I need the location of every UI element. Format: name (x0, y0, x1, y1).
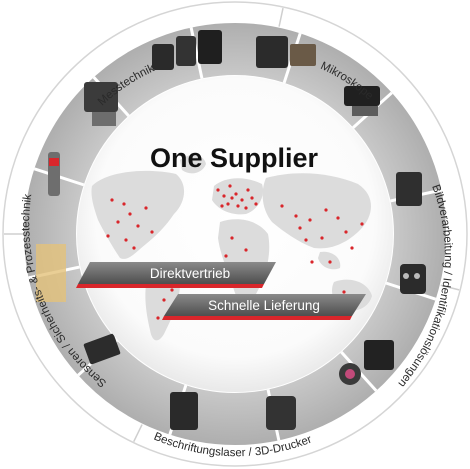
office-dot (116, 220, 120, 224)
office-dot (216, 188, 220, 192)
office-dot (110, 198, 114, 202)
map-asia (262, 173, 371, 249)
schnelle-lieferung-label: Schnelle Lieferung (208, 298, 320, 313)
office-dot (150, 230, 154, 234)
segment-separator (278, 7, 284, 27)
office-dot (240, 198, 244, 202)
office-dot (320, 236, 324, 240)
office-dot (360, 222, 364, 226)
office-dot (128, 212, 132, 216)
office-dot (294, 214, 298, 218)
office-dot (244, 206, 248, 210)
sensor-image (36, 152, 121, 365)
office-dot (144, 206, 148, 210)
office-dot (170, 288, 174, 292)
office-dot (324, 208, 328, 212)
office-dot (220, 204, 224, 208)
office-dot (106, 234, 110, 238)
office-dot (124, 238, 128, 242)
office-dot (350, 246, 354, 250)
measurement-device-image (84, 30, 222, 126)
direktvertrieb-banner: Direktvertrieb (76, 262, 276, 288)
direktvertrieb-label: Direktvertrieb (150, 266, 230, 281)
map-europe (212, 178, 264, 215)
office-dot (234, 192, 238, 196)
product-images (36, 30, 426, 430)
office-dot (254, 202, 258, 206)
office-dot (228, 184, 232, 188)
office-dot (250, 196, 254, 200)
schnelle-lieferung-banner: Schnelle Lieferung (162, 294, 366, 320)
segment-separator (133, 424, 143, 442)
office-dot (156, 316, 160, 320)
office-dot (230, 236, 234, 240)
office-dot (230, 196, 234, 200)
map-north-america (91, 170, 185, 259)
segment-separators (4, 7, 460, 442)
office-dot (224, 254, 228, 258)
office-dot (236, 204, 240, 208)
office-dot (308, 218, 312, 222)
map-greenland (180, 155, 206, 174)
office-dot (342, 290, 346, 294)
office-dot (122, 202, 126, 206)
office-dot (136, 224, 140, 228)
vision-system-image (339, 172, 426, 385)
product-tile-ring (24, 23, 446, 445)
segment-separator (440, 284, 460, 291)
office-dot (328, 260, 332, 264)
one-supplier-title: One Supplier (150, 143, 319, 173)
map-southeast-asia (318, 251, 341, 270)
office-dot (246, 188, 250, 192)
office-dot (304, 238, 308, 242)
office-dot (226, 202, 230, 206)
laser-marker-image (170, 392, 296, 430)
office-dot (244, 248, 248, 252)
office-dot (162, 298, 166, 302)
office-dot (336, 216, 340, 220)
office-dot (222, 194, 226, 198)
office-dot (298, 226, 302, 230)
office-dot (280, 204, 284, 208)
office-dot (310, 260, 314, 264)
microscope-image (256, 36, 380, 116)
office-dot (344, 230, 348, 234)
office-dot (132, 246, 136, 250)
